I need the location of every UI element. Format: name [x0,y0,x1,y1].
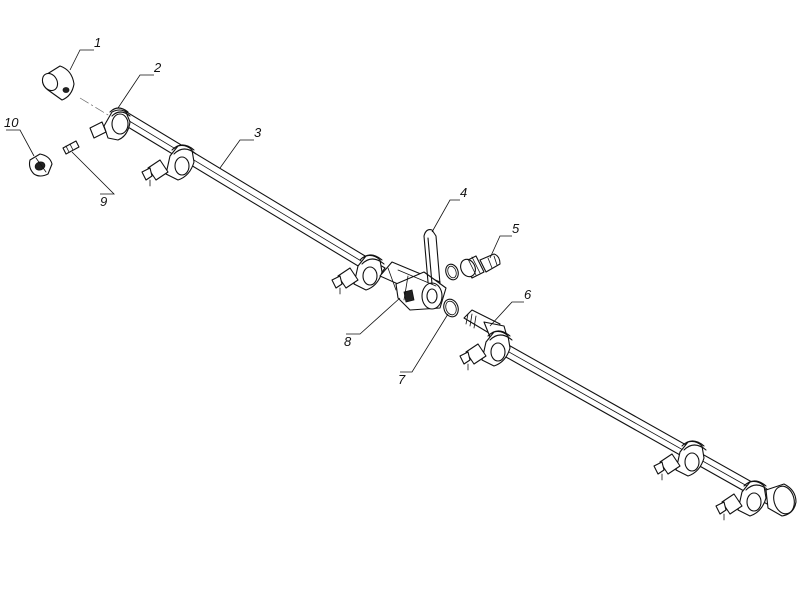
callout-7: 7 [398,372,406,387]
callout-2: 2 [153,60,162,75]
callout-4: 4 [460,185,467,200]
o-ring-upper [445,263,459,281]
end-cap-part-1 [41,65,75,101]
nozzle-tip-part-9 [62,140,80,155]
leader-lines [6,49,524,373]
o-ring-part-7 [443,298,459,318]
nozzle-assembly-right-1 [459,330,513,371]
callout-10: 10 [4,115,19,130]
nozzle-assembly-right-3 [715,480,769,521]
callout-9: 9 [100,194,107,209]
u-clip-part-4 [423,229,441,285]
callout-5: 5 [512,221,520,236]
callout-1: 1 [94,35,101,50]
nozzle-body-part-2 [89,107,131,141]
nozzle-cap-part-10 [28,153,53,177]
nozzle-assembly-left-3 [331,254,385,295]
callouts: 1 2 3 4 5 6 7 8 9 10 [4,35,532,387]
central-fitting-part-8 [379,261,447,311]
nozzle-assembly-left-2 [141,144,197,187]
boom-tube-right [489,337,783,510]
hose-barb-part-5 [460,253,501,279]
end-cap-right [765,483,797,517]
callout-3: 3 [254,125,262,140]
nozzle-assembly-right-2 [653,440,707,481]
callout-6: 6 [524,287,532,302]
callout-8: 8 [344,334,352,349]
